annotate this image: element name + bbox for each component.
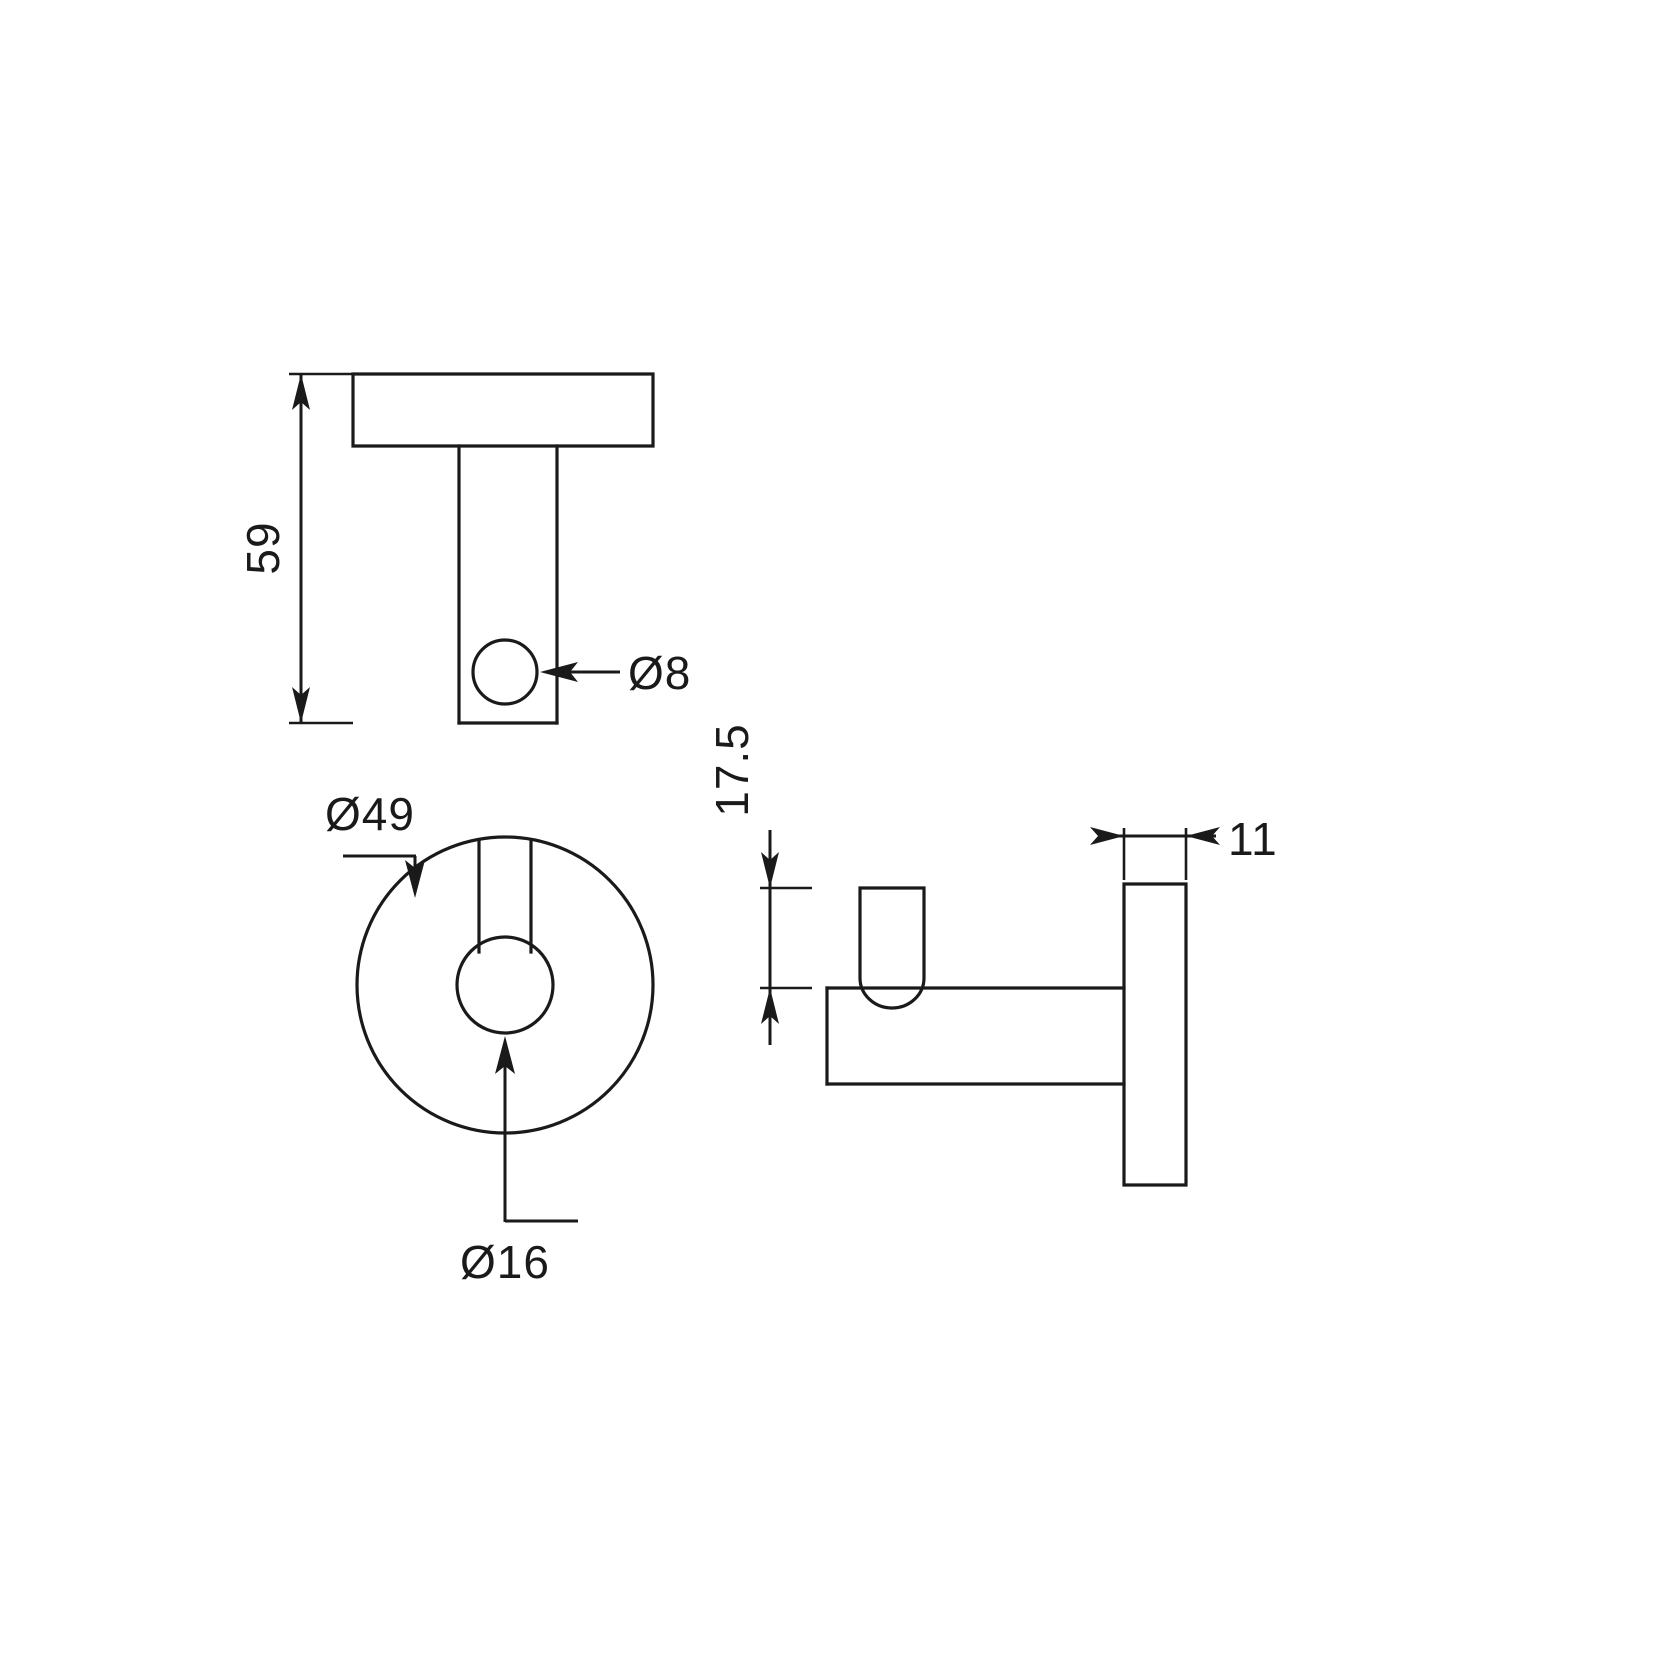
dim-59-arrow-top <box>292 374 310 410</box>
dim-dia8-arrow <box>540 662 578 682</box>
dim-11-text: 11 <box>1228 813 1278 865</box>
dim-11-arrow-right <box>1186 827 1220 845</box>
plan-hub-circle <box>455 935 555 1035</box>
dim-17-5-text: 17.5 <box>706 723 758 817</box>
dim-dia49-arrow <box>405 860 425 898</box>
plan-circular-view: Ø49 Ø16 <box>325 788 655 1288</box>
front-view-bore-circle <box>471 638 539 706</box>
dim-59-arrow-bottom <box>292 687 310 723</box>
front-elevation-view: 59 Ø8 <box>237 372 691 725</box>
dim-59-text: 59 <box>237 521 289 574</box>
dim-17-5-arrow-top <box>761 852 779 888</box>
dim-dia8-text: Ø8 <box>628 647 691 699</box>
front-view-top-bar <box>351 372 655 448</box>
side-view-hook-lip <box>858 886 926 1010</box>
dim-dia49-text: Ø49 <box>325 788 415 840</box>
dim-dia16-text: Ø16 <box>460 1236 550 1288</box>
dim-17-5-arrow-bottom <box>761 988 779 1024</box>
side-section-view: 17.5 11 <box>706 723 1278 1187</box>
dim-dia16-arrow <box>495 1036 515 1074</box>
dim-11-arrow-left <box>1090 827 1124 845</box>
side-view-wall-plate <box>1122 882 1188 1187</box>
